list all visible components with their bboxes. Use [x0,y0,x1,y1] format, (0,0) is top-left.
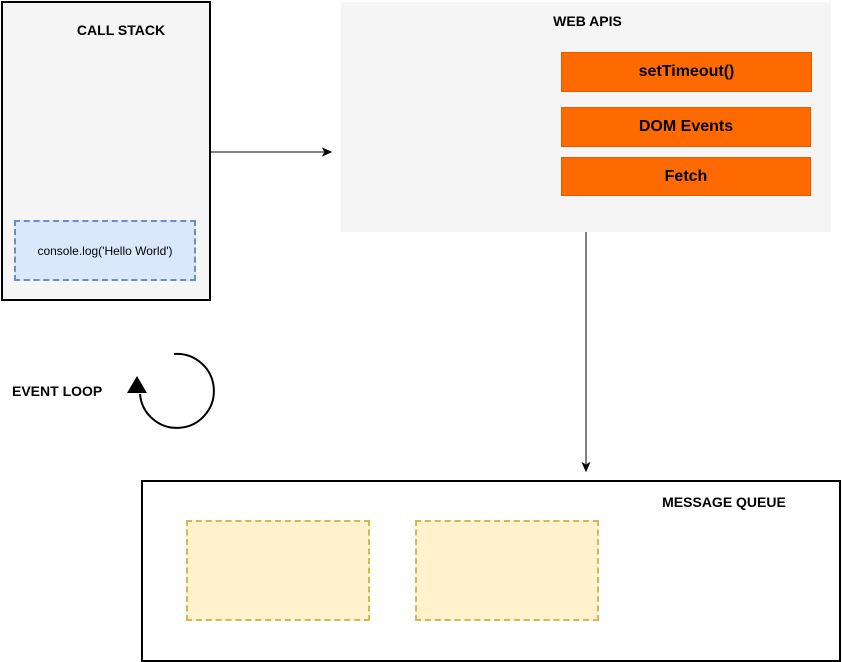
message-queue-title: MESSAGE QUEUE [662,494,786,510]
stack-frame: console.log('Hello World') [14,220,196,281]
call-stack-title: CALL STACK [76,22,166,38]
event-loop-icon [127,352,215,429]
event-loop-label: EVENT LOOP [12,383,103,399]
arrow-webapis-to-queue [581,232,591,473]
arrow-callstack-to-webapis [211,147,333,157]
api-item-fetch: Fetch [561,157,811,196]
queue-slot [186,520,370,621]
web-apis-title: WEB APIS [553,13,622,29]
api-item-dom-events: DOM Events [561,107,811,147]
api-item-settimeout: setTimeout() [561,52,812,92]
queue-slot [415,520,599,621]
